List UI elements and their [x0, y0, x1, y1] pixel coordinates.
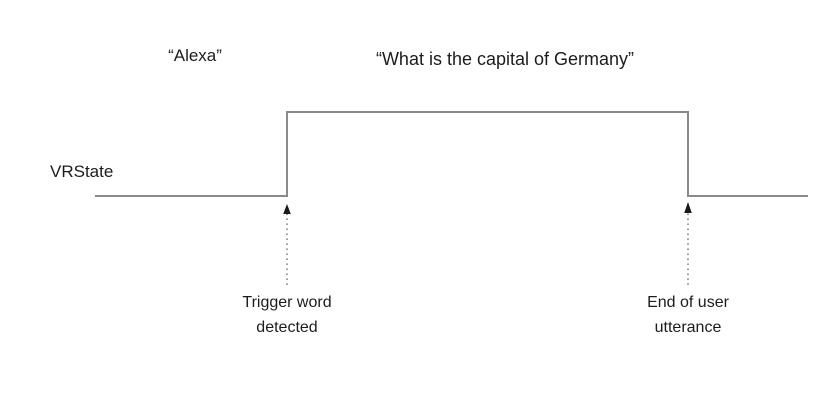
event-caption-end: End of user utterance	[647, 290, 729, 340]
event-caption-trigger: Trigger word detected	[242, 290, 331, 340]
annotation-arrow-end	[684, 202, 692, 285]
annotation-arrowhead-end	[684, 202, 692, 213]
vrstate-signal-trace	[95, 111, 808, 197]
signal-name-label: VRState	[50, 162, 114, 181]
event-caption-end-line1: End of user	[647, 294, 729, 311]
event-caption-end-line2: utterance	[654, 319, 722, 336]
annotation-arrow-trigger	[283, 204, 291, 285]
annotation-arrowhead-trigger	[283, 204, 291, 214]
event-caption-trigger-line1: Trigger word	[242, 294, 332, 311]
utterance-label-trigger: “Alexa”	[168, 46, 222, 65]
event-caption-trigger-line2: detected	[256, 319, 318, 336]
utterance-label-query: “What is the capital of Germany”	[375, 49, 635, 69]
